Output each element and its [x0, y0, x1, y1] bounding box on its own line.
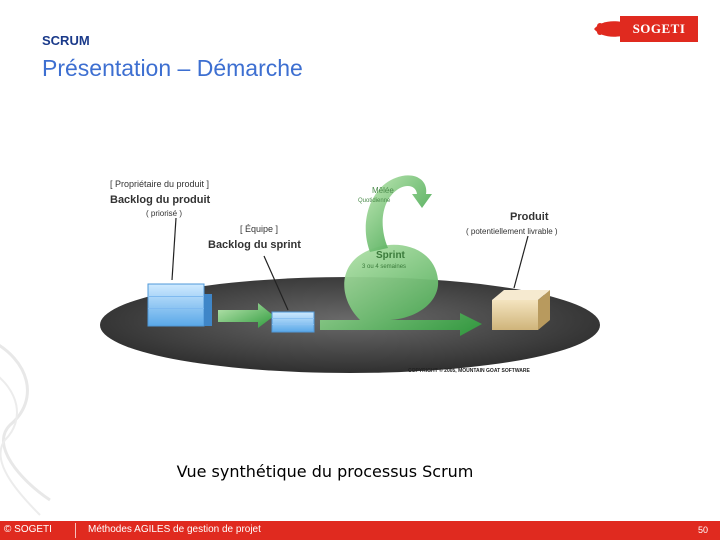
- daily-scrum-label: Mêlée: [372, 186, 394, 195]
- connector-product: [513, 235, 529, 289]
- copyright-label: COPYRIGHT © 2005, MOUNTAIN GOAT SOFTWARE: [408, 367, 531, 374]
- sprint-label: Sprint: [376, 250, 406, 261]
- product-sub-label: ( potentiellement livrable ): [466, 227, 558, 236]
- team-role-label: [ Équipe ]: [240, 224, 278, 234]
- page-number: 50: [697, 525, 708, 535]
- footer-title: Méthodes AGILES de gestion de projet: [88, 524, 261, 535]
- connector-team: [263, 255, 289, 311]
- footer-bar: © SOGETI Méthodes AGILES de gestion de p…: [0, 521, 720, 540]
- sprint-sub-label: 3 ou 4 semaines: [362, 264, 406, 270]
- connector-owner: [171, 217, 177, 281]
- sogeti-logo: SOGETI: [590, 16, 698, 42]
- card-suit-icon: [594, 21, 622, 37]
- decorative-swirl: [0, 344, 51, 516]
- sprint-backlog-stack: [271, 311, 315, 333]
- footer-divider: [75, 523, 76, 538]
- owner-role-label: [ Propriétaire du produit ]: [110, 179, 209, 189]
- section-label: SCRUM: [42, 33, 90, 48]
- flow-arrow-left: [218, 303, 274, 328]
- slide-title: Présentation – Démarche: [42, 55, 303, 81]
- product-box: [492, 290, 550, 330]
- product-backlog-stack: [147, 283, 212, 327]
- daily-scrum-loop: [365, 175, 432, 252]
- footer-copyright: © SOGETI: [4, 524, 52, 535]
- prioritized-label: ( priorisé ): [146, 209, 182, 218]
- sprint-loop: [320, 244, 482, 336]
- product-backlog-label: Backlog du produit: [110, 194, 211, 206]
- logo-wordmark: SOGETI: [620, 16, 698, 42]
- product-label: Produit: [510, 211, 549, 223]
- diagram-caption: Vue synthétique du processus Scrum: [176, 462, 474, 481]
- daily-scrum-sub-label: Quotidienne: [358, 198, 391, 204]
- scrum-process-diagram: [ Propriétaire du produit ] Backlog du p…: [100, 175, 600, 374]
- sprint-backlog-label: Backlog du sprint: [208, 239, 301, 251]
